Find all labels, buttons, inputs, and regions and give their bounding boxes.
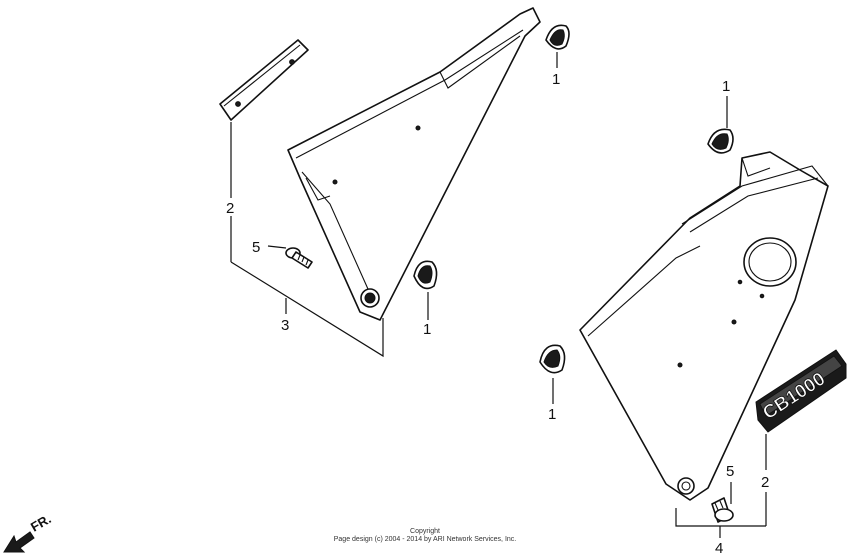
left-grommet-top bbox=[545, 24, 570, 50]
front-direction-arrow-icon bbox=[3, 531, 35, 553]
callout-left-3: 3 bbox=[281, 317, 289, 334]
right-screw bbox=[711, 497, 734, 523]
left-screw bbox=[285, 247, 313, 269]
callout-left-2: 2 bbox=[226, 200, 234, 217]
copyright-line-1: Copyright bbox=[410, 528, 440, 535]
left-emblem-plate bbox=[219, 39, 309, 121]
callout-right-1-bottom: 1 bbox=[548, 406, 556, 423]
callout-left-1-top: 1 bbox=[552, 71, 560, 88]
right-side-cover bbox=[579, 151, 829, 501]
right-grommet-top bbox=[707, 128, 734, 154]
callout-left-5: 5 bbox=[252, 239, 260, 256]
left-leader-lines bbox=[230, 52, 558, 358]
callout-right-1-top: 1 bbox=[722, 78, 730, 95]
callout-left-1-mid: 1 bbox=[423, 321, 431, 338]
callout-right-2: 2 bbox=[761, 474, 769, 491]
right-grommet-bottom bbox=[539, 344, 566, 374]
callout-right-5: 5 bbox=[726, 463, 734, 480]
copyright-line-2: Page design (c) 2004 - 2014 by ARI Netwo… bbox=[333, 536, 517, 543]
right-leader-lines bbox=[552, 96, 767, 538]
right-emblem-badge: CB1000 bbox=[755, 349, 847, 433]
left-grommet-mid bbox=[413, 260, 438, 290]
callout-right-4: 4 bbox=[715, 540, 723, 557]
left-side-cover bbox=[287, 7, 541, 321]
copyright-notice: Copyright Page design (c) 2004 - 2014 by… bbox=[0, 528, 850, 544]
